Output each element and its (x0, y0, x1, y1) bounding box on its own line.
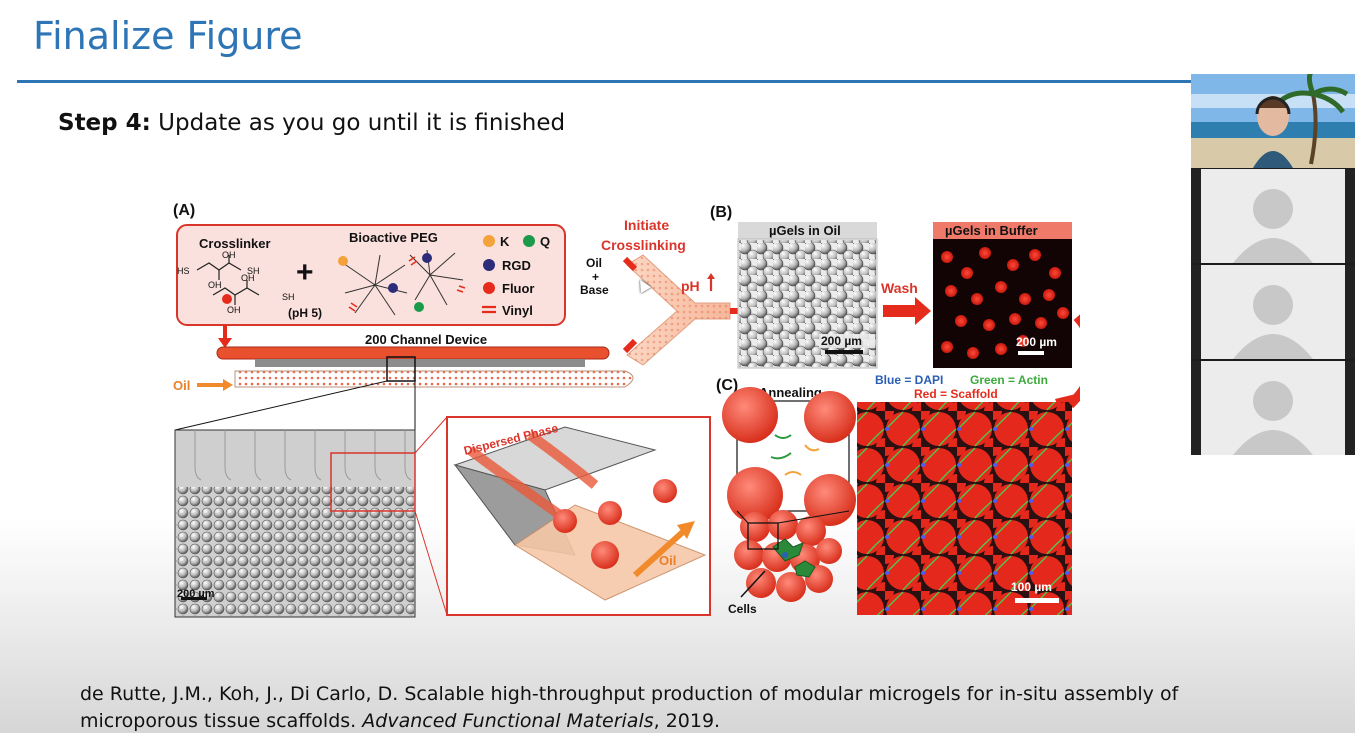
chem-oh1: OH (222, 250, 236, 260)
participant-tile-2[interactable] (1191, 265, 1355, 359)
chem-oh2: OH (208, 280, 222, 290)
speaker-video-image (1191, 74, 1355, 168)
wash-arrow-head (915, 297, 931, 325)
participant-3-bg (1201, 361, 1345, 455)
panel-b-label: (B) (710, 204, 732, 221)
dapi-label: Blue = DAPI (875, 373, 943, 387)
buffer-scalebar (1018, 351, 1044, 355)
figure: (A) Crosslinker HS SH OH OH OH OH SH + (… (165, 195, 1080, 620)
legend-rgd-dot (483, 259, 495, 271)
chem-oh3: OH (241, 273, 255, 283)
oil-arrow-head (223, 379, 233, 391)
oil-base-plus: + (592, 270, 599, 284)
ph5-label: (pH 5) (288, 306, 322, 320)
initiate-label: Initiate (624, 217, 669, 233)
inset-drop-1 (553, 509, 577, 533)
chem-sh2: SH (282, 292, 295, 302)
inset-zoom-lines (415, 417, 447, 615)
crosslinker-label: Crosslinker (199, 236, 271, 251)
oil-inlet-label: Oil (173, 378, 190, 393)
citation: de Rutte, J.M., Koh, J., Di Carlo, D. Sc… (80, 681, 1280, 735)
oil-scale-label: 200 µm (821, 334, 862, 348)
legend-fluor: Fluor (502, 281, 535, 296)
peg-rgd-dot-2 (422, 253, 432, 263)
participant-tile-1[interactable] (1191, 169, 1355, 263)
peg-q-dot (414, 302, 424, 312)
inset-drop-4 (591, 541, 619, 569)
oil-scalebar (825, 350, 863, 354)
chem-hs: HS (177, 266, 190, 276)
ph-arrow-head (707, 273, 715, 279)
avatar-icon (1201, 361, 1345, 455)
fluor-dot-structure (222, 294, 232, 304)
inset-oil-label: Oil (659, 553, 676, 568)
avatar-icon (1201, 265, 1345, 359)
avatar-icon (1201, 169, 1345, 263)
participant-2-bg (1201, 265, 1345, 359)
crosslinking-label: Crosslinking (601, 237, 686, 253)
ph-label: pH (681, 278, 700, 294)
citation-year: , 2019. (654, 710, 720, 732)
buffer-scale-label: 200 µm (1016, 335, 1057, 349)
legend-rgd: RGD (502, 258, 531, 273)
legend-q-dot (523, 235, 535, 247)
zoom-lines (175, 381, 415, 430)
scaffold-scale-label: 100 µm (1011, 580, 1052, 594)
speaker-video-tile[interactable] (1191, 74, 1355, 168)
legend-k: K (500, 234, 510, 249)
actin-label: Green = Actin (970, 373, 1048, 387)
figure-svg: (A) Crosslinker HS SH OH OH OH OH SH + (… (165, 195, 1080, 620)
peg-rgd-dot-1 (388, 283, 398, 293)
participant-tile-3[interactable] (1191, 361, 1355, 455)
legend-k-dot (483, 235, 495, 247)
participant-1-bg (1201, 169, 1345, 263)
chem-oh4: OH (227, 305, 241, 315)
scaffold-label: Red = Scaffold (914, 387, 998, 401)
step-label: Step 4: (58, 110, 151, 136)
bioactive-peg-label: Bioactive PEG (349, 230, 438, 245)
device-nozzles (255, 359, 585, 367)
step-text: Update as you go until it is finished (151, 110, 565, 136)
panel-a-label: (A) (173, 202, 195, 219)
peg-k-dot (338, 256, 348, 266)
title-rule (17, 80, 1192, 83)
oil-base-base: Base (580, 283, 609, 297)
device-bottom-channel (235, 371, 633, 387)
oil-title: µGels in Oil (769, 223, 841, 238)
inset-drop-3 (653, 479, 677, 503)
y-junction-dots (627, 255, 730, 365)
oil-base-oil: Oil (586, 256, 602, 270)
device-label: 200 Channel Device (365, 332, 487, 347)
legend-q: Q (540, 234, 550, 249)
wash-label: Wash (881, 280, 918, 296)
legend-vinyl: Vinyl (502, 303, 533, 318)
citation-journal: Advanced Functional Materials (362, 710, 653, 732)
video-panel (1191, 74, 1355, 455)
slide-title: Finalize Figure (33, 14, 303, 58)
cells-label: Cells (728, 602, 757, 616)
scaffold-scalebar (1015, 598, 1059, 603)
buffer-title: µGels in Buffer (945, 223, 1038, 238)
cell-nucleus (782, 552, 788, 558)
plus-sign: + (296, 256, 314, 289)
inset-drop-2 (598, 501, 622, 525)
step-line: Step 4: Update as you go until it is fin… (58, 110, 565, 136)
legend-fluor-dot (483, 282, 495, 294)
nozzle-scale-label: 200 µm (177, 588, 215, 600)
